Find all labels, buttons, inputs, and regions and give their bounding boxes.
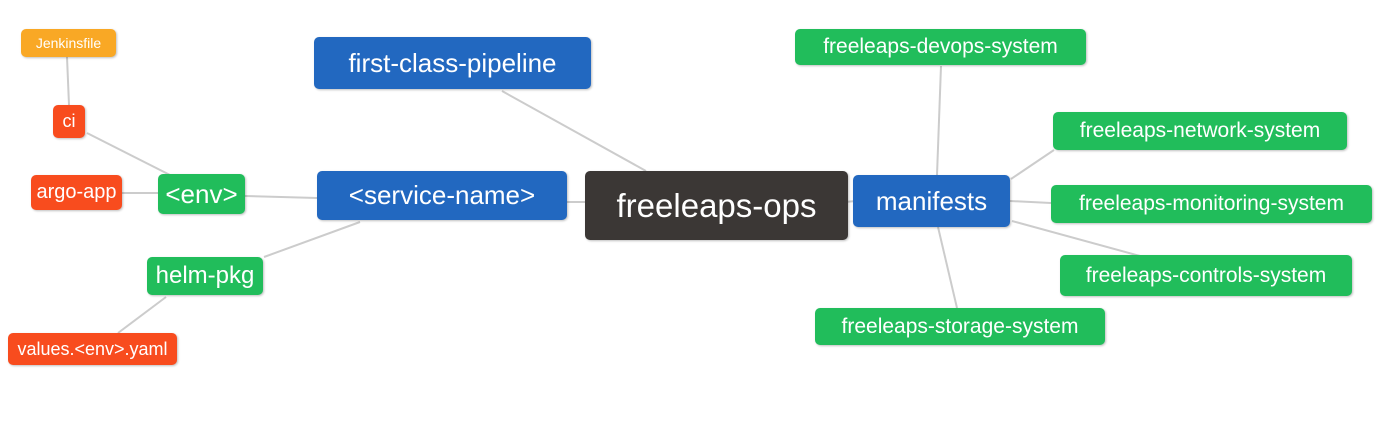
node-controls-system[interactable]: freeleaps-controls-system	[1060, 255, 1352, 296]
edge-jenkinsfile-ci	[66, 56, 70, 106]
node-devops-system[interactable]: freeleaps-devops-system	[795, 29, 1086, 65]
node-ci[interactable]: ci	[53, 105, 85, 138]
node-argo-app[interactable]: argo-app	[31, 175, 122, 210]
edge-env-servicename	[244, 195, 318, 199]
node-helm-pkg[interactable]: helm-pkg	[147, 257, 263, 295]
edge-ci-env	[86, 132, 173, 177]
edge-manifests-controls	[1011, 220, 1141, 257]
node-jenkinsfile[interactable]: Jenkinsfile	[21, 29, 116, 57]
node-storage-system[interactable]: freeleaps-storage-system	[815, 308, 1105, 345]
edge-helmpkg-values	[117, 296, 167, 334]
node-service-name[interactable]: <service-name>	[317, 171, 567, 220]
node-network-system[interactable]: freeleaps-network-system	[1053, 112, 1347, 150]
edge-manifests-storage	[937, 226, 958, 309]
node-freeleaps-ops-root[interactable]: freeleaps-ops	[585, 171, 848, 240]
edge-pipeline-root	[501, 90, 647, 172]
node-first-class-pipeline[interactable]: first-class-pipeline	[314, 37, 591, 89]
node-values-env-yaml[interactable]: values.<env>.yaml	[8, 333, 177, 365]
node-manifests[interactable]: manifests	[853, 175, 1010, 227]
edge-manifests-devops	[936, 65, 942, 176]
node-monitoring-system[interactable]: freeleaps-monitoring-system	[1051, 185, 1372, 223]
edge-manifests-monitoring	[1009, 200, 1052, 204]
edge-servicename-helmpkg	[263, 221, 361, 258]
edge-manifests-network	[1010, 149, 1055, 180]
node-env[interactable]: <env>	[158, 174, 245, 214]
